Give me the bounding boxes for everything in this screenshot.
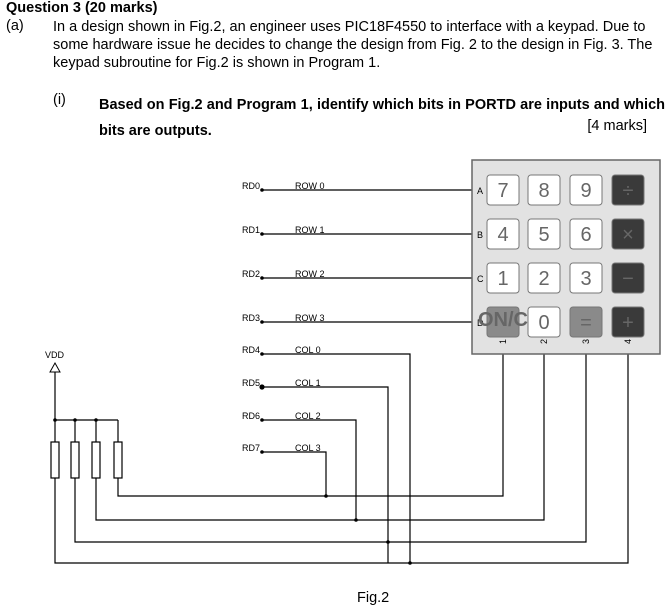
question-title: Question 3 (20 marks) bbox=[6, 0, 158, 16]
key-6-label: 6 bbox=[580, 224, 591, 246]
pin-label-rd6: RD6 bbox=[242, 411, 260, 421]
key-plus: + bbox=[611, 306, 645, 338]
signal-row2: ROW 2 bbox=[295, 269, 325, 279]
signal-col3: COL 3 bbox=[295, 443, 321, 453]
key-on-clear-label: ON/C bbox=[478, 309, 528, 331]
key-3-label: 3 bbox=[580, 268, 591, 290]
key-plus-cap bbox=[611, 306, 645, 338]
col-number-1: 1 bbox=[498, 339, 508, 344]
key-7-label: 7 bbox=[497, 180, 508, 202]
key-8-cap bbox=[527, 174, 561, 206]
signal-labels: ROW 0 ROW 1 ROW 2 ROW 3 COL 0 COL 1 COL … bbox=[295, 181, 325, 453]
keypad-schematic: VDD RD0 RD1 RD2 RD3 RD4 RD5 RD6 RD7 ROW … bbox=[45, 159, 661, 565]
key-on-clear: ON/C bbox=[478, 306, 528, 338]
key-4-label: 4 bbox=[497, 224, 508, 246]
key-divide-label: ÷ bbox=[623, 180, 634, 202]
key-9-label: 9 bbox=[580, 180, 591, 202]
junction-dots bbox=[53, 188, 412, 565]
key-3-cap bbox=[569, 262, 603, 294]
pin-label-rd1: RD1 bbox=[242, 225, 260, 235]
key-4-cap bbox=[486, 218, 520, 250]
resistor-4 bbox=[113, 441, 123, 479]
key-1: 1 bbox=[486, 262, 520, 294]
key-5-cap bbox=[527, 218, 561, 250]
key-divide-cap bbox=[611, 174, 645, 206]
part-label: (a) bbox=[6, 18, 24, 34]
key-equals: = bbox=[569, 306, 603, 338]
key-minus-cap bbox=[611, 262, 645, 294]
signal-row3: ROW 3 bbox=[295, 313, 325, 323]
key-multiply-label: × bbox=[622, 224, 634, 246]
key-2: 2 bbox=[527, 262, 561, 294]
key-8-label: 8 bbox=[538, 180, 549, 202]
resistor-3 bbox=[91, 441, 101, 479]
pullup-resistors bbox=[50, 441, 123, 479]
pin-label-rd0: RD0 bbox=[242, 181, 260, 191]
key-minus: − bbox=[611, 262, 645, 294]
key-1-cap bbox=[486, 262, 520, 294]
key-equals-label: = bbox=[580, 312, 592, 334]
vdd-label: VDD bbox=[45, 350, 65, 360]
row-letter-a: A bbox=[477, 186, 483, 196]
pin-label-rd3: RD3 bbox=[242, 313, 260, 323]
row-letter-c: C bbox=[477, 274, 484, 284]
key-1-label: 1 bbox=[497, 268, 508, 290]
resistor-2 bbox=[70, 441, 80, 479]
key-3: 3 bbox=[569, 262, 603, 294]
key-7: 7 bbox=[486, 174, 520, 206]
col-number-3: 3 bbox=[581, 339, 591, 344]
key-8: 8 bbox=[527, 174, 561, 206]
pin-label-rd4: RD4 bbox=[242, 345, 260, 355]
key-9: 9 bbox=[569, 174, 603, 206]
figure-caption: Fig.2 bbox=[357, 590, 390, 606]
key-multiply-cap bbox=[611, 218, 645, 250]
col-number-4: 4 bbox=[623, 339, 633, 344]
keypad: A B C D 7 8 9 ÷ 4 5 6 × 1 2 3 − ON/C 0 = + 1 2 3 4 bbox=[471, 159, 661, 355]
key-7-cap bbox=[486, 174, 520, 206]
key-2-cap bbox=[527, 262, 561, 294]
row-letter-d: D bbox=[477, 318, 484, 328]
signal-col2: COL 2 bbox=[295, 411, 321, 421]
sub-question-text: Based on Fig.2 and Program 1, identify w… bbox=[99, 97, 665, 139]
key-5: 5 bbox=[527, 218, 561, 250]
key-9-cap bbox=[569, 174, 603, 206]
key-4: 4 bbox=[486, 218, 520, 250]
key-0-label: 0 bbox=[538, 312, 549, 334]
resistor-1 bbox=[50, 441, 60, 479]
key-5-label: 5 bbox=[538, 224, 549, 246]
signal-row0: ROW 0 bbox=[295, 181, 325, 191]
row-letter-b: B bbox=[477, 230, 483, 240]
vdd-arrow-icon bbox=[49, 361, 61, 373]
pin-label-rd5: RD5 bbox=[242, 378, 260, 388]
col-number-2: 2 bbox=[539, 339, 549, 344]
wires bbox=[54, 189, 629, 564]
key-on-clear-cap bbox=[486, 306, 520, 338]
key-minus-label: − bbox=[622, 268, 634, 290]
pin-labels: RD0 RD1 RD2 RD3 RD4 RD5 RD6 RD7 bbox=[242, 181, 260, 453]
key-6: 6 bbox=[569, 218, 603, 250]
key-0: 0 bbox=[527, 306, 561, 338]
key-plus-label: + bbox=[622, 312, 634, 334]
part-text: In a design shown in Fig.2, an engineer … bbox=[53, 19, 653, 71]
signal-col1: COL 1 bbox=[295, 378, 321, 388]
signal-col0: COL 0 bbox=[295, 345, 321, 355]
pin-label-rd7: RD7 bbox=[242, 443, 260, 453]
signal-row1: ROW 1 bbox=[295, 225, 325, 235]
keypad-keys: 7 8 9 ÷ 4 5 6 × 1 2 3 − ON/C 0 = + bbox=[478, 174, 645, 338]
key-divide: ÷ bbox=[611, 174, 645, 206]
marks-label: [4 marks] bbox=[587, 118, 647, 134]
key-equals-cap bbox=[569, 306, 603, 338]
key-0-cap bbox=[527, 306, 561, 338]
key-2-label: 2 bbox=[538, 268, 549, 290]
pin-label-rd2: RD2 bbox=[242, 269, 260, 279]
sub-question-label: (i) bbox=[53, 92, 66, 108]
key-multiply: × bbox=[611, 218, 645, 250]
key-6-cap bbox=[569, 218, 603, 250]
